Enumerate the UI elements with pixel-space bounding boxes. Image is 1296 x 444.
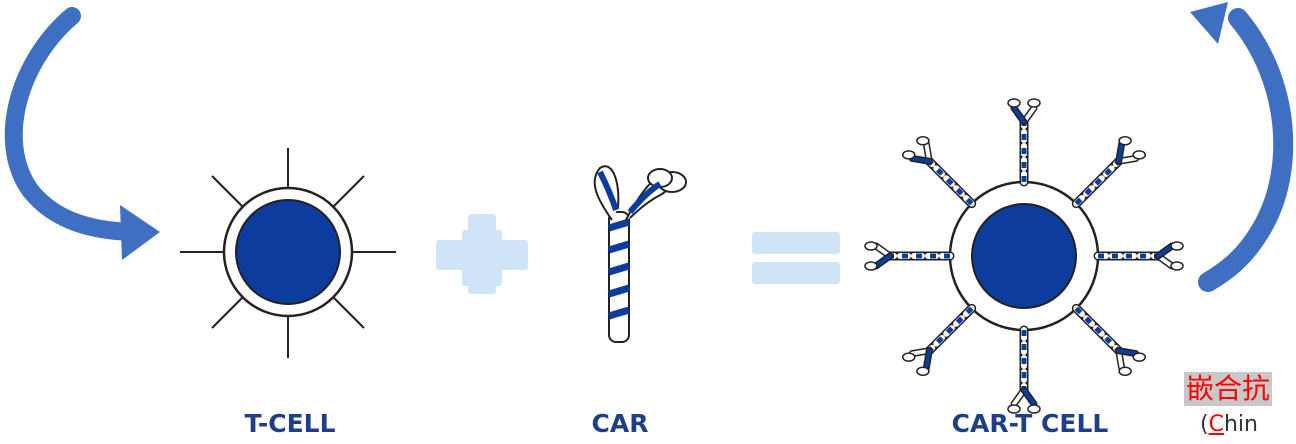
car-t-cell-label: CAR-T CELL [890, 408, 1170, 440]
equals-sign-icon [752, 232, 840, 284]
curved-arrow-right-icon [1190, 2, 1283, 282]
curved-arrow-left-icon [14, 16, 160, 260]
t-cell-icon [180, 148, 396, 358]
english-caption: (Chin [1200, 410, 1258, 440]
caption-paren: ( [1200, 412, 1209, 437]
car-label: CAR [560, 408, 680, 440]
t-cell-label: T-CELL [190, 408, 390, 440]
plus-sign-icon [436, 214, 528, 294]
car-receptor-icon [595, 166, 686, 342]
caption-highlight-letter: C [1209, 412, 1224, 437]
chinese-caption: 嵌合抗 [1184, 372, 1272, 406]
caption-rest: hin [1224, 412, 1258, 437]
car-t-cell-icon [865, 99, 1183, 413]
